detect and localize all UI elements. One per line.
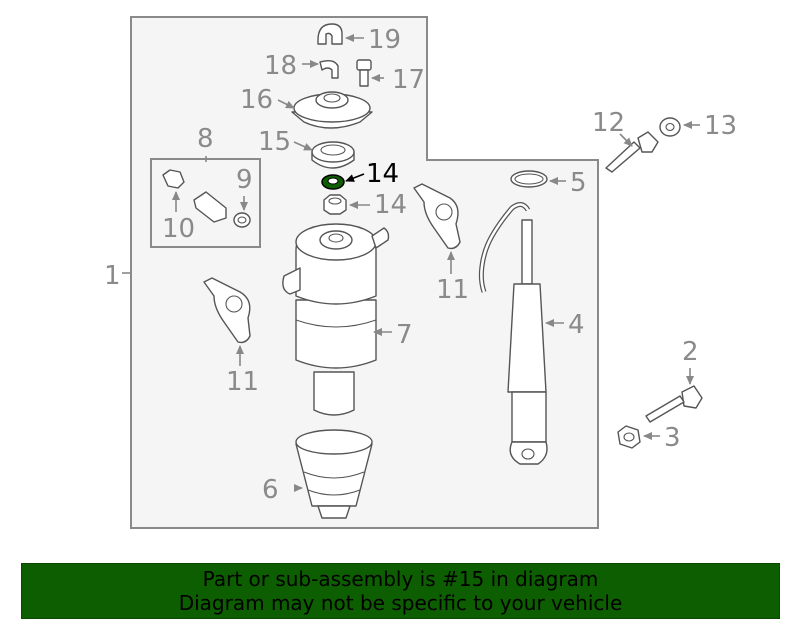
part-13-washer xyxy=(659,117,681,137)
callout-2: 2 xyxy=(682,337,699,367)
banner-line-1: Part or sub-assembly is #15 in diagram xyxy=(202,567,599,591)
part-19-connector xyxy=(319,59,339,79)
part-18-bolt xyxy=(356,59,372,87)
part-8-valve xyxy=(193,191,227,223)
parts-diagram: 19 18 17 16 15 14 14 8 9 10 7 6 11 11 4 … xyxy=(104,16,737,529)
part-12-bolt xyxy=(605,131,659,173)
part-5-ring xyxy=(510,170,548,188)
part-10-fitting xyxy=(162,169,185,189)
part-6-boot xyxy=(295,429,373,519)
leader-lines xyxy=(122,34,700,492)
callout-20: 19 xyxy=(368,25,401,55)
callout-11-left: 11 xyxy=(226,367,259,397)
part-7-air-spring xyxy=(282,223,390,416)
part-16-bearing xyxy=(311,141,355,169)
callout-17: 16 xyxy=(240,85,273,115)
part-11-bracket-right xyxy=(413,183,461,250)
callout-15: 14 xyxy=(366,159,399,189)
callout-11-right: 11 xyxy=(436,275,469,305)
callout-12: 12 xyxy=(592,108,625,138)
part-4-shock xyxy=(507,219,548,465)
part-2-bolt xyxy=(645,385,703,423)
callout-14: 14 xyxy=(374,190,407,220)
part-11-bracket-left xyxy=(203,277,251,344)
callout-13: 13 xyxy=(704,111,737,141)
banner-line-2: Diagram may not be specific to your vehi… xyxy=(178,591,623,615)
callout-19: 18 xyxy=(264,51,297,81)
callout-8: 8 xyxy=(197,124,214,154)
callout-18: 17 xyxy=(392,65,425,95)
callout-1: 1 xyxy=(104,261,121,291)
callout-7: 7 xyxy=(396,320,413,350)
part-20-elbow xyxy=(317,23,343,45)
callout-4: 4 xyxy=(568,310,585,340)
part-15-washer xyxy=(321,174,345,190)
callout-labels: 19 18 17 16 15 14 14 8 9 10 7 6 11 11 4 … xyxy=(104,25,737,505)
callout-9: 9 xyxy=(236,165,253,195)
callout-3: 3 xyxy=(664,423,681,453)
callout-5: 5 xyxy=(570,168,587,198)
callout-6: 6 xyxy=(262,475,279,505)
part-14-nut xyxy=(323,194,347,215)
callout-10: 10 xyxy=(162,214,195,244)
part-9-ring xyxy=(233,212,251,228)
info-banner: Part or sub-assembly is #15 in diagram D… xyxy=(21,563,780,619)
part-17-top-mount xyxy=(291,91,373,129)
part-3-nut xyxy=(617,425,641,449)
callout-16: 15 xyxy=(258,127,291,157)
